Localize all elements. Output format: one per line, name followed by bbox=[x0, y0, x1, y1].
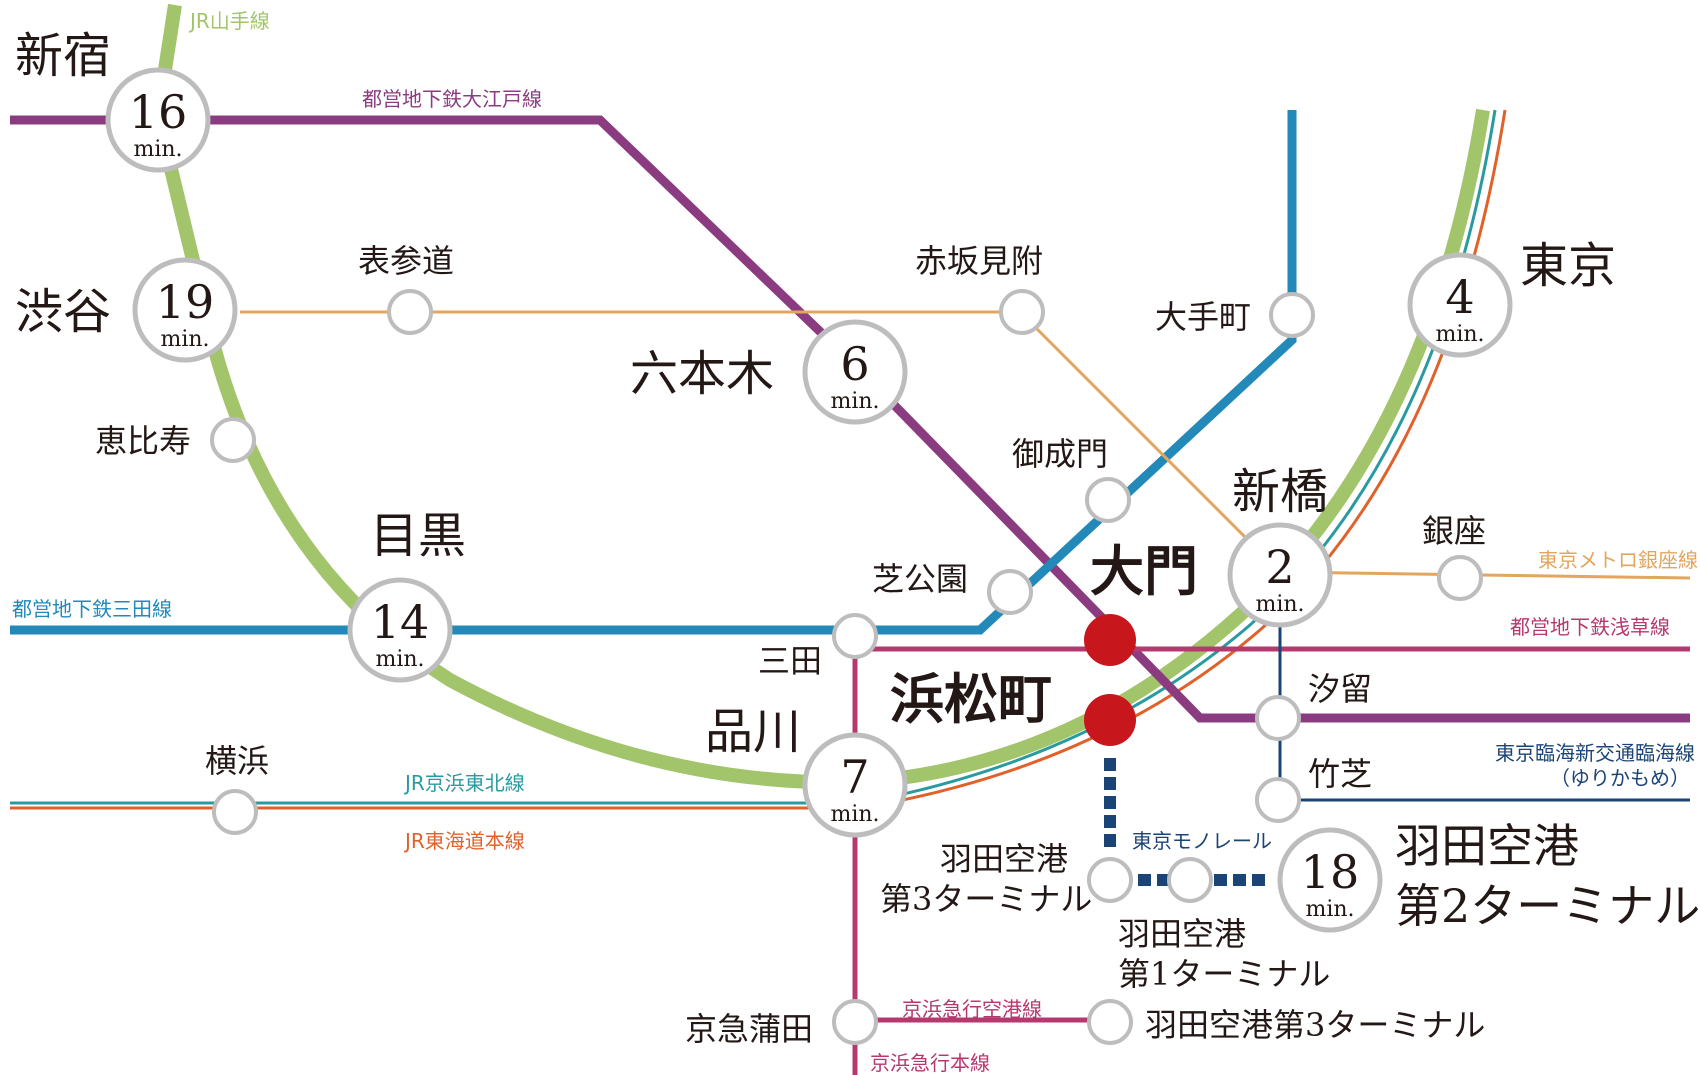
time-roppongi: 6 bbox=[840, 337, 869, 391]
name-roppongi: 六本木 bbox=[630, 346, 774, 402]
station-tokyo: 4 min. bbox=[1407, 252, 1513, 358]
major-stations: 16 min. 19 min. 14 min. 6 min. 4 min. 2 … bbox=[105, 67, 1513, 933]
name-haneda-t3-line2: 第3ターミナル bbox=[880, 880, 1092, 918]
label-ginza: 東京メトロ銀座線 bbox=[1538, 548, 1698, 572]
name-onarimon: 御成門 bbox=[1012, 435, 1108, 473]
label-yamanote: JR山手線 bbox=[188, 9, 270, 33]
label-tokaido: JR東海道本線 bbox=[403, 829, 525, 853]
name-haneda-t3-keikyu: 羽田空港第3ターミナル bbox=[1145, 1006, 1485, 1044]
station-akasaka-mitsuke bbox=[999, 289, 1045, 335]
unit-shibuya: min. bbox=[160, 327, 209, 352]
name-otemachi: 大手町 bbox=[1155, 298, 1251, 336]
station-yokohama bbox=[212, 789, 258, 835]
unit-shinjuku: min. bbox=[133, 137, 182, 162]
label-keihin-tohoku: JR京浜東北線 bbox=[403, 771, 525, 795]
label-oedo: 都営地下鉄大江戸線 bbox=[362, 87, 542, 111]
name-keikyu-kamata: 京急蒲田 bbox=[685, 1010, 813, 1048]
station-hamamatsucho-dot bbox=[1084, 694, 1136, 746]
name-meguro: 目黒 bbox=[370, 508, 466, 564]
unit-haneda-t2: min. bbox=[1305, 897, 1354, 922]
unit-tokyo: min. bbox=[1435, 322, 1484, 347]
name-shinbashi: 新橋 bbox=[1232, 464, 1328, 520]
station-haneda-t3-keikyu bbox=[1087, 999, 1133, 1045]
time-meguro: 14 bbox=[371, 595, 430, 649]
name-shibakoen: 芝公園 bbox=[872, 560, 968, 598]
label-asakusa: 都営地下鉄浅草線 bbox=[1510, 615, 1670, 639]
station-meguro: 14 min. bbox=[347, 577, 453, 683]
small-stations bbox=[210, 289, 1483, 1045]
name-ebisu: 恵比寿 bbox=[95, 422, 191, 460]
station-mita bbox=[832, 613, 878, 659]
name-omotesando: 表参道 bbox=[358, 242, 454, 280]
name-haneda-t2-line1: 羽田空港 bbox=[1395, 819, 1579, 873]
time-shinagawa: 7 bbox=[840, 750, 869, 804]
name-shinagawa: 品川 bbox=[705, 704, 801, 760]
station-shibakoen bbox=[987, 569, 1033, 615]
station-haneda-t3-monorail bbox=[1087, 857, 1133, 903]
time-tokyo: 4 bbox=[1445, 270, 1474, 324]
station-shinagawa: 7 min. bbox=[802, 732, 908, 838]
station-takeshiba bbox=[1255, 777, 1301, 823]
name-daimon: 大門 bbox=[1090, 539, 1198, 603]
name-haneda-t1-line2: 第1ターミナル bbox=[1118, 955, 1330, 993]
name-yokohama: 横浜 bbox=[205, 742, 269, 780]
station-haneda-t2: 18 min. bbox=[1277, 827, 1383, 933]
time-shinbashi: 2 bbox=[1265, 540, 1294, 594]
name-hamamatsucho: 浜松町 bbox=[890, 667, 1052, 731]
unit-shinagawa: min. bbox=[830, 802, 879, 827]
name-haneda-t1-line1: 羽田空港 bbox=[1118, 915, 1246, 953]
station-ginza bbox=[1437, 555, 1483, 601]
label-monorail: 東京モノレール bbox=[1132, 829, 1272, 853]
station-shinjuku: 16 min. bbox=[105, 67, 211, 173]
time-haneda-t2: 18 bbox=[1301, 845, 1360, 899]
name-shinjuku: 新宿 bbox=[15, 28, 111, 84]
station-otemachi bbox=[1269, 292, 1315, 338]
station-shibuya: 19 min. bbox=[132, 257, 238, 363]
station-ebisu bbox=[210, 417, 256, 463]
station-daimon-dot bbox=[1084, 614, 1136, 666]
time-shinjuku: 16 bbox=[129, 85, 188, 139]
label-yurikamome-2: （ゆりかもめ） bbox=[1550, 766, 1690, 790]
name-akasaka-mitsuke: 赤坂見附 bbox=[915, 242, 1043, 280]
station-omotesando bbox=[387, 289, 433, 335]
line-mita bbox=[10, 110, 1297, 635]
label-keikyu-main: 京浜急行本線 bbox=[870, 1051, 990, 1075]
station-names: 新宿 渋谷 恵比寿 目黒 品川 横浜 表参道 赤坂見附 六本木 大手町 東京 御… bbox=[15, 28, 1700, 1048]
unit-roppongi: min. bbox=[830, 389, 879, 414]
name-takeshiba: 竹芝 bbox=[1308, 755, 1372, 793]
unit-shinbashi: min. bbox=[1255, 592, 1304, 617]
name-tokyo: 東京 bbox=[1520, 238, 1616, 294]
line-ginza bbox=[240, 310, 1691, 580]
station-shinbashi: 2 min. bbox=[1227, 522, 1333, 628]
station-roppongi: 6 min. bbox=[802, 319, 908, 425]
station-onarimon bbox=[1085, 477, 1131, 523]
name-shibuya: 渋谷 bbox=[15, 284, 111, 340]
highlight-stations bbox=[1084, 614, 1136, 746]
station-keikyu-kamata bbox=[832, 999, 878, 1045]
label-yurikamome-1: 東京臨海新交通臨海線 bbox=[1495, 741, 1695, 765]
time-shibuya: 19 bbox=[156, 275, 215, 329]
label-keikyu-airport: 京浜急行空港線 bbox=[902, 997, 1042, 1021]
station-shiodome bbox=[1255, 695, 1301, 741]
name-ginza: 銀座 bbox=[1422, 512, 1486, 550]
line-labels: JR山手線 都営地下鉄大江戸線 都営地下鉄三田線 東京メトロ銀座線 都営地下鉄浅… bbox=[12, 9, 1698, 1075]
name-haneda-t3-line1: 羽田空港 bbox=[940, 840, 1068, 878]
label-mita: 都営地下鉄三田線 bbox=[12, 597, 172, 621]
name-mita: 三田 bbox=[758, 642, 822, 680]
unit-meguro: min. bbox=[375, 647, 424, 672]
name-haneda-t2-line2: 第2ターミナル bbox=[1395, 879, 1700, 933]
station-haneda-t1 bbox=[1167, 857, 1213, 903]
name-shiodome: 汐留 bbox=[1308, 670, 1372, 708]
